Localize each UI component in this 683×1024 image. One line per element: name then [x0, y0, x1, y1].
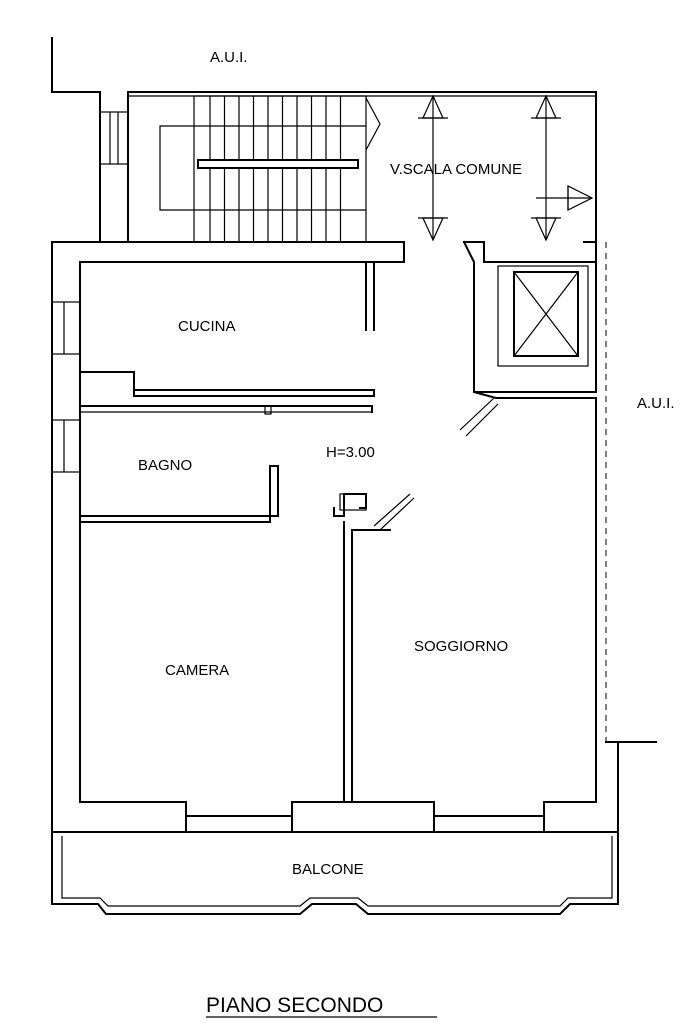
- stair-block: [51, 37, 597, 243]
- apartment-walls: [51, 240, 657, 833]
- aui-right-label: A.U.I.: [637, 395, 675, 412]
- camera-label: CAMERA: [165, 662, 229, 679]
- scala-label: V.SCALA COMUNE: [390, 161, 522, 178]
- right-arrow-icon: [536, 185, 594, 211]
- up-down-arrow-icon: [418, 94, 448, 242]
- soggiorno-label: SOGGIORNO: [414, 638, 508, 655]
- height-label: H=3.00: [326, 444, 375, 461]
- balcone-label: BALCONE: [292, 861, 364, 878]
- up-down-arrow-icon: [531, 94, 561, 242]
- bagno-label: BAGNO: [138, 457, 192, 474]
- aui-top-label: A.U.I.: [210, 49, 248, 66]
- stair-treads: [209, 96, 342, 242]
- plan-title: PIANO SECONDO: [206, 994, 383, 1017]
- cucina-label: CUCINA: [178, 318, 236, 335]
- balcony: [51, 831, 619, 915]
